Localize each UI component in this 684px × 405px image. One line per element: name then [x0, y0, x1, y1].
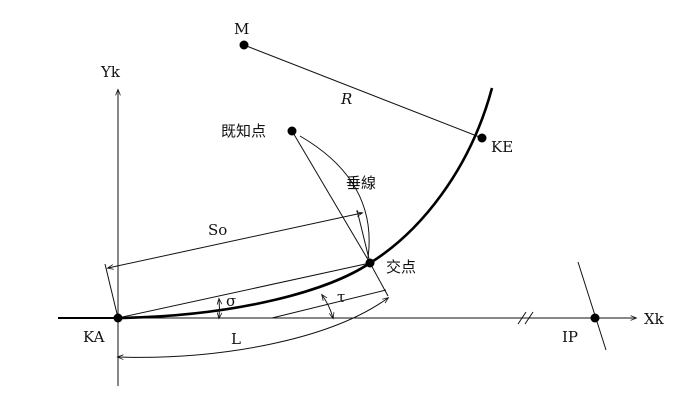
label-perpendicular: 垂線 — [346, 174, 376, 192]
point-ka — [113, 313, 123, 323]
label-ip: IP — [562, 328, 578, 346]
so-dimension-line — [108, 213, 362, 268]
chord-line — [117, 262, 371, 319]
radius-line — [243, 44, 483, 139]
point-known — [287, 126, 297, 136]
label-tau: τ — [337, 288, 345, 306]
perpendicular-line — [291, 130, 371, 264]
point-intersection — [365, 258, 375, 268]
so-extension-left — [104, 263, 119, 319]
l-dimension-arc — [118, 298, 388, 357]
label-xk: Xk — [644, 310, 665, 328]
label-m: M — [234, 20, 249, 38]
label-l: L — [231, 330, 241, 348]
label-intersection: 交点 — [386, 258, 416, 276]
label-sigma: σ — [226, 292, 236, 310]
perpendicular-leader — [299, 135, 370, 259]
label-so: So — [208, 221, 227, 239]
tangent-extension — [369, 262, 389, 297]
label-yk: Yk — [100, 63, 121, 81]
tangent-at-intersection — [271, 289, 387, 319]
ip-tangent-line — [577, 261, 607, 351]
label-ke: KE — [491, 138, 513, 156]
clothoid-curve — [117, 87, 494, 320]
point-ke — [477, 133, 487, 143]
point-ip — [590, 313, 600, 323]
label-known-point: 既知点 — [221, 122, 266, 140]
label-ka: KA — [83, 328, 105, 346]
tau-angle-arc — [322, 295, 333, 318]
axis-break-mark — [517, 311, 534, 325]
point-m — [239, 40, 249, 50]
label-r: R — [340, 90, 352, 108]
